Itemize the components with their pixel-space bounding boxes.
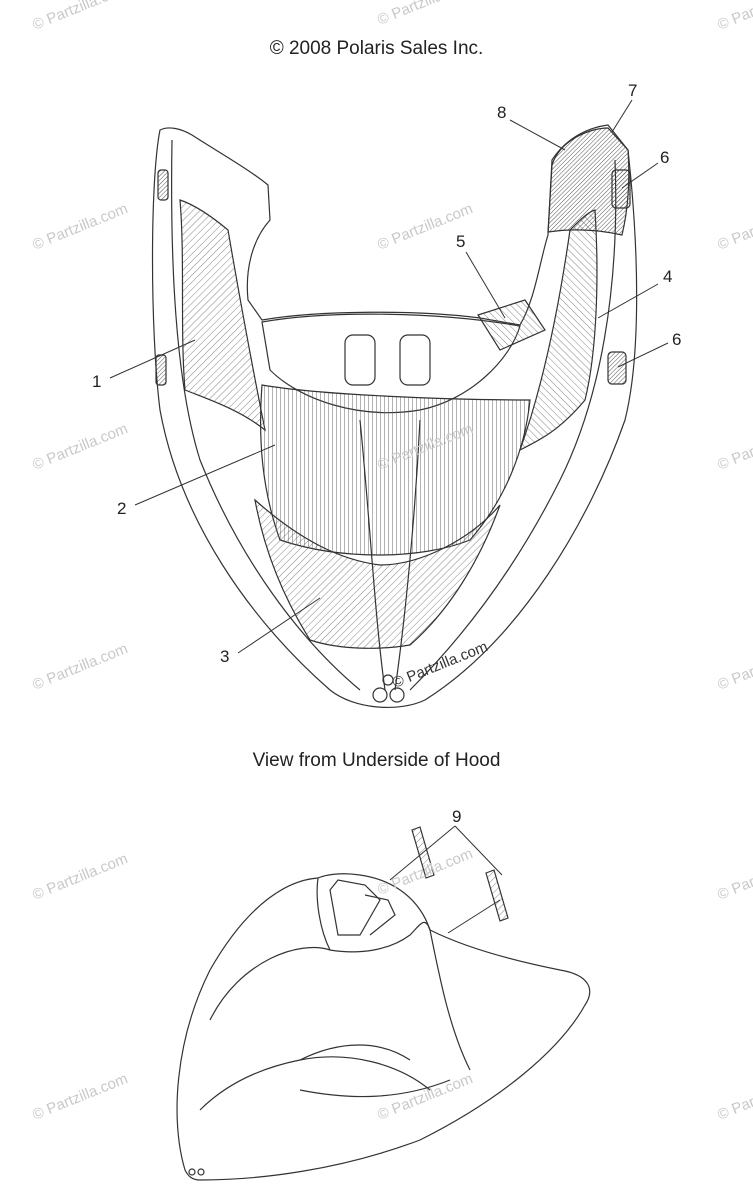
callout-4: 4 — [663, 267, 672, 286]
callout-2: 2 — [117, 499, 126, 518]
hood-isometric-view — [176, 826, 591, 1181]
callout-7: 7 — [628, 81, 637, 100]
watermark-1: © Partzilla.com — [30, 0, 130, 34]
leader-lines-top — [109, 99, 669, 654]
watermark-17: © Partzilla.com — [715, 1070, 753, 1124]
hood-outline — [151, 124, 638, 708]
hood-iso-outline — [176, 873, 591, 1181]
copyright-text: © 2008 Polaris Sales Inc. — [269, 38, 484, 59]
watermark-10: © Partzilla.com — [30, 640, 130, 694]
callout-6b: 6 — [672, 330, 681, 349]
watermark-3: © Partzilla.com — [715, 0, 753, 34]
watermark-7: © Partzilla.com — [30, 420, 130, 474]
vent-upper — [611, 169, 631, 209]
callout-8: 8 — [497, 103, 506, 122]
callout-6a: 6 — [660, 148, 669, 167]
leader-lines-bottom — [389, 825, 503, 934]
callout-9: 9 — [452, 807, 461, 826]
callout-1: 1 — [92, 372, 101, 391]
watermark-4: © Partzilla.com — [30, 200, 130, 254]
view-caption: View from Underside of Hood — [252, 750, 501, 771]
strip-right — [485, 869, 509, 922]
decal-left — [179, 199, 266, 432]
callout-3: 3 — [220, 647, 229, 666]
decal-five — [477, 299, 546, 351]
hood-underside-view — [151, 124, 638, 708]
watermark-12: © Partzilla.com — [30, 850, 130, 904]
decal-lower — [254, 498, 501, 649]
watermark-11: © Partzilla.com — [715, 640, 753, 694]
callout-5: 5 — [456, 232, 465, 251]
vent-lower — [607, 351, 627, 385]
watermark-16: © Partzilla.com — [375, 1070, 475, 1124]
watermarks: © Partzilla.com © Partzilla.com © Partzi… — [30, 0, 753, 1124]
watermark-9: © Partzilla.com — [715, 420, 753, 474]
watermark-2: © Partzilla.com — [375, 0, 475, 29]
watermark-6: © Partzilla.com — [715, 200, 753, 254]
watermark-14: © Partzilla.com — [715, 850, 753, 904]
watermark-15: © Partzilla.com — [30, 1070, 130, 1124]
